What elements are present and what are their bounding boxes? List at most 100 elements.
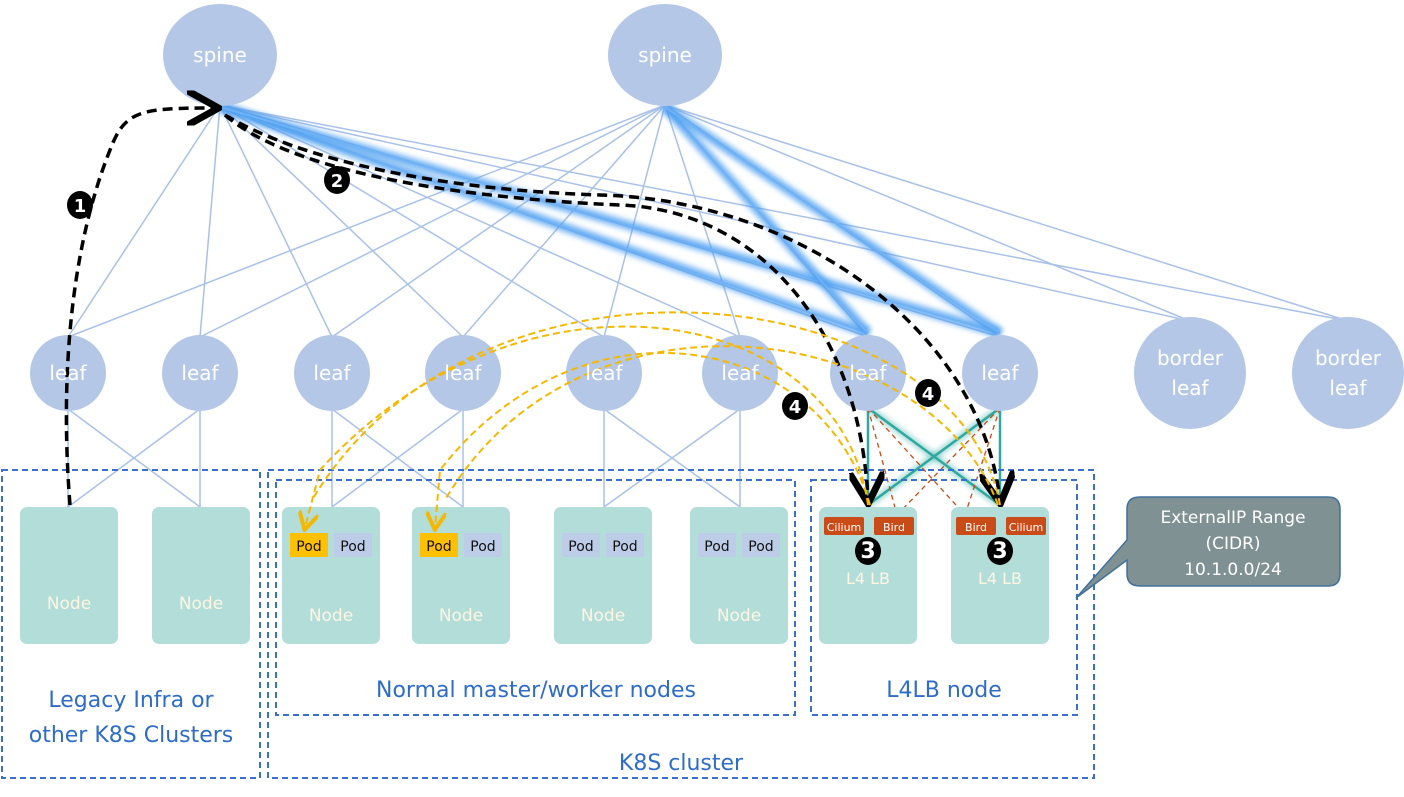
node-label: L4 LB	[846, 569, 890, 588]
path-step-4c	[311, 311, 1001, 506]
l4lb-group-label: L4LB node	[886, 678, 1002, 703]
step-marker	[324, 166, 350, 194]
leaf-node-link	[67, 408, 201, 508]
cluster-label: K8S cluster	[619, 751, 744, 776]
pod-label: Pod	[426, 539, 451, 555]
highlighted-link-core	[219, 106, 1001, 334]
node-label: Node	[717, 606, 761, 626]
callout-text: (CIDR)	[1205, 534, 1260, 554]
pod-label: Pod	[340, 539, 365, 555]
legacy-group-label: Legacy Infra or	[48, 688, 214, 713]
path-step-1	[64, 108, 215, 506]
step-marker	[67, 191, 93, 219]
legacy-group-box	[1, 469, 261, 779]
spine-leaf-link	[331, 104, 666, 338]
leaf-label: leaf	[49, 361, 87, 385]
lb-tag-label: Bird	[883, 521, 905, 534]
k8s-cluster-box	[267, 469, 1095, 779]
pod-label: Pod	[748, 539, 773, 555]
pod	[334, 533, 372, 557]
spine-switch	[608, 4, 722, 106]
leaf-switch	[425, 335, 501, 411]
node-label: Node	[309, 606, 353, 626]
spine-leaf-link	[67, 104, 666, 338]
path-step-2a	[223, 113, 868, 500]
bgp-peer-link	[867, 407, 898, 516]
lb-tag	[874, 517, 914, 535]
lb-tag	[956, 517, 996, 535]
l4lb-node	[951, 507, 1049, 644]
leaf-label: leaf	[981, 361, 1019, 385]
traffic-paths	[64, 108, 1001, 528]
spine-leaf-link	[664, 104, 741, 338]
callout-text: 10.1.0.0/24	[1184, 560, 1282, 580]
leaf-label: leaf	[181, 361, 219, 385]
step-marker	[855, 537, 881, 565]
leaf-node-link	[331, 408, 464, 508]
lb-tag	[824, 517, 864, 535]
normal-nodes-box	[275, 479, 796, 716]
leaf-switch	[566, 335, 642, 411]
normal-group-label: Normal master/worker nodes	[376, 678, 696, 703]
callout-text: ExternalIP Range	[1160, 508, 1305, 528]
border-leaf-switch	[1292, 317, 1404, 429]
highlighted-link-core	[664, 106, 869, 334]
step-number: 3	[992, 539, 1007, 564]
spine-border-link	[219, 104, 1349, 322]
pod	[606, 533, 644, 557]
step-number: 4	[922, 384, 935, 405]
spine-leaf-link	[199, 104, 221, 338]
step-number: 4	[789, 397, 802, 418]
leaf-switch	[162, 335, 238, 411]
bgp-peer-link	[896, 407, 1001, 516]
path-step-4a	[305, 325, 869, 528]
spine-leaf-link	[67, 104, 221, 338]
pod-label: Pod	[612, 539, 637, 555]
step-number: 3	[860, 539, 875, 564]
bgp-peer-link	[867, 407, 966, 516]
step-number: 2	[331, 171, 344, 192]
bgp-peer-link	[964, 407, 1001, 516]
border-leaf-label: leaf	[1171, 376, 1209, 400]
lb-tag-label: Cilium	[827, 521, 862, 534]
leaf-label: leaf	[444, 361, 482, 385]
highlighted-link-core	[219, 106, 869, 334]
pod	[742, 533, 780, 557]
step-marker	[782, 392, 808, 420]
border-leaf-label: border	[1315, 346, 1382, 370]
leaf-label: leaf	[585, 361, 623, 385]
highlighted-links	[218, 102, 1003, 338]
pod-label: Pod	[568, 539, 593, 555]
leaf-switch	[294, 335, 370, 411]
legacy-group-label: other K8S Clusters	[29, 723, 234, 748]
leaf-label: leaf	[721, 361, 759, 385]
border-leaf-switch	[1134, 317, 1246, 429]
pod-label: Pod	[296, 539, 321, 555]
leaf-label: leaf	[849, 361, 887, 385]
legacy-node	[20, 507, 118, 644]
pod-label: Pod	[704, 539, 729, 555]
path-step-4b	[435, 352, 871, 528]
spine-leaf-link	[462, 104, 666, 338]
border-leaf-label: border	[1157, 346, 1224, 370]
lb-tag-label: Bird	[965, 521, 987, 534]
pod	[420, 533, 458, 557]
spine-leaf-link	[603, 104, 666, 338]
leaf-switch	[702, 335, 778, 411]
highlighted-link-core	[664, 106, 1001, 334]
pod	[698, 533, 736, 557]
border-leaf-label: leaf	[1329, 376, 1367, 400]
spine-leaf-link	[219, 104, 741, 338]
step-marker	[987, 537, 1013, 565]
node-label: Node	[581, 606, 625, 626]
lb-tag	[1006, 517, 1046, 535]
node-label: Node	[47, 594, 91, 614]
spine-border-link	[219, 104, 1191, 322]
path-step-4d	[444, 345, 999, 506]
spine-border-link	[664, 104, 1191, 322]
leaf-switch	[962, 335, 1038, 411]
spine-border-link	[664, 104, 1349, 322]
path-step-2b	[224, 113, 1000, 500]
